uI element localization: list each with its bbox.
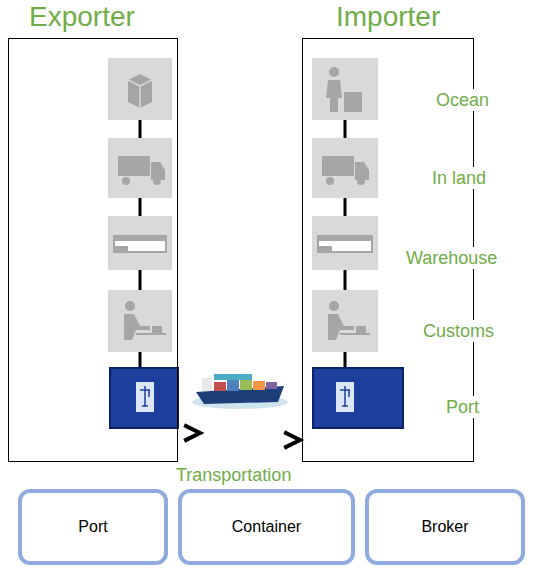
person-body [326, 80, 342, 112]
box-icon [128, 74, 152, 108]
tile-link [139, 198, 142, 216]
parcel [344, 92, 362, 112]
transport-label: Transportation [175, 464, 292, 486]
warehouse-door [114, 246, 128, 252]
port-tile [313, 368, 403, 428]
truck-wheel [153, 177, 161, 185]
direction-chevrons [186, 426, 300, 447]
port-icon [136, 382, 154, 412]
category-box: Port [18, 489, 168, 565]
chevron [186, 426, 200, 440]
crane-icon [140, 386, 150, 406]
stage-label: Warehouse [405, 247, 498, 269]
truck-body [118, 156, 150, 176]
panel-heading: Importer [336, 0, 440, 34]
ship-bridge [202, 378, 212, 391]
box-icon-edge [128, 80, 152, 108]
box-label: Port [78, 517, 107, 537]
icon-tile [108, 138, 172, 198]
warehouse-roof [114, 236, 166, 241]
container-stack [240, 380, 252, 390]
icon-tile [108, 290, 172, 352]
stage-label: Customs [422, 320, 495, 342]
tile-link [344, 120, 347, 138]
stage-label: Port [445, 396, 480, 418]
truck-body [322, 156, 354, 176]
warehouse-roof [318, 236, 372, 241]
importer-column [312, 58, 403, 428]
tile-link [139, 120, 142, 138]
icon-tile [312, 216, 378, 270]
exporter-column [108, 58, 178, 428]
parcel [152, 326, 162, 334]
stage-label: Ocean [435, 89, 490, 111]
container-stack [253, 381, 265, 390]
parcel [356, 326, 366, 334]
icon-tile [312, 138, 378, 198]
officer-body [328, 314, 354, 340]
icon-tile [108, 58, 172, 120]
tile-link [139, 270, 142, 290]
truck-wheel [357, 177, 365, 185]
tile-link [139, 352, 142, 368]
container-stack [214, 382, 226, 391]
icon-tile [312, 290, 378, 352]
crane-icon [340, 386, 350, 406]
category-box: Container [178, 489, 355, 565]
officer-head [329, 301, 339, 311]
tile-link [344, 270, 347, 290]
port-icon [336, 382, 354, 412]
tile-link [344, 352, 347, 368]
box-label: Broker [421, 517, 468, 537]
warehouse-icon [318, 236, 372, 252]
container-ship [192, 374, 288, 409]
warehouse-icon [114, 236, 166, 252]
category-box: Broker [365, 489, 525, 565]
person-head [329, 67, 339, 77]
container-stack [266, 382, 277, 389]
stage-label: In land [431, 167, 487, 189]
box-label: Container [232, 517, 301, 537]
panel-heading: Exporter [29, 0, 135, 34]
truck-wheel [326, 177, 334, 185]
container-stack [227, 380, 239, 391]
warehouse-door [318, 246, 332, 252]
truck-wheel [122, 177, 130, 185]
container-stack [214, 374, 252, 380]
chevron [286, 433, 300, 447]
officer-head [125, 301, 135, 311]
tile-link [344, 198, 347, 216]
icon-tile [108, 216, 172, 270]
port-tile [110, 368, 178, 428]
exporter-panel: Exporter [8, 38, 178, 462]
officer-body [124, 314, 150, 340]
icon-tile [312, 58, 378, 120]
